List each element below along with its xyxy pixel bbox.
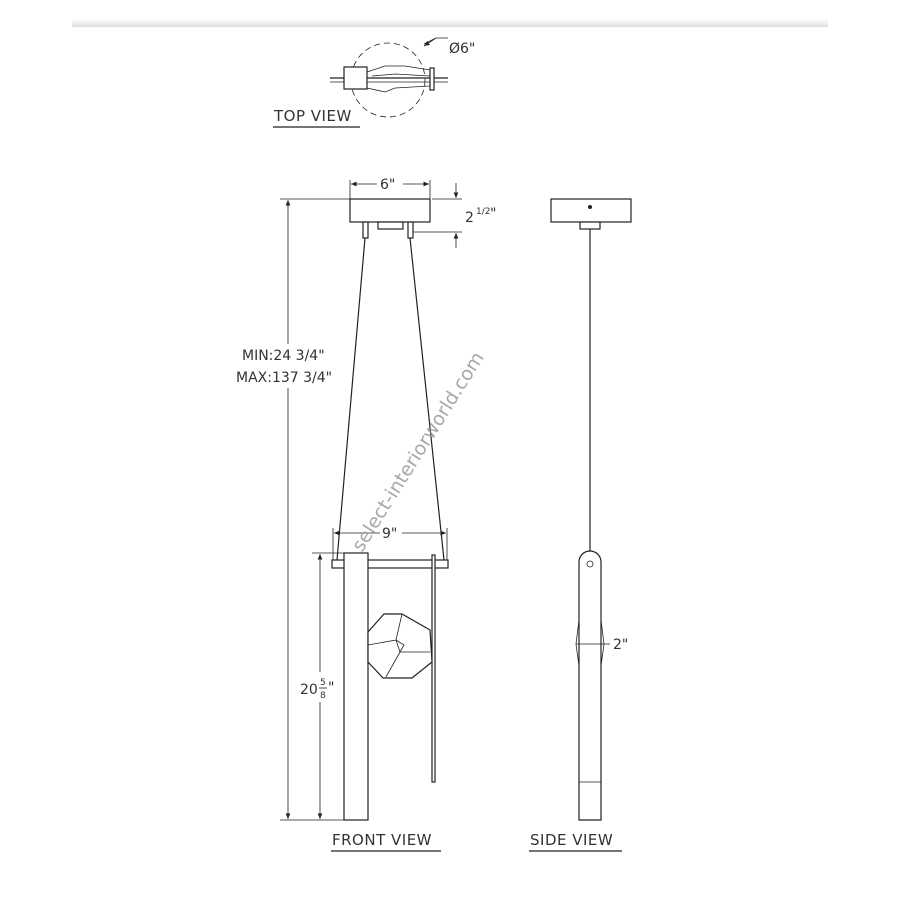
thin-rod (431, 554, 436, 783)
crossbar (331, 559, 449, 569)
side-pendant (578, 550, 602, 821)
watermark: select-interiorworld.com (348, 348, 489, 556)
canopy-height-fraction: 1/2 (476, 207, 490, 217)
front-canopy (349, 198, 431, 223)
min-height-label: MIN:24 3/4" (242, 348, 325, 364)
suspension-cable-left (336, 237, 366, 561)
side-canopy (550, 198, 632, 223)
depth-label: 2" (613, 637, 628, 653)
canopy-height-unit: " (490, 206, 496, 222)
body-height-numerator: 5 (320, 678, 326, 688)
side-view: 2" SIDE VIEW (529, 198, 632, 852)
suspension-cable-right (409, 237, 445, 561)
body-height-denominator: 8 (320, 691, 326, 701)
body-height-unit: " (328, 680, 334, 696)
front-view: 6" 2 1/2 " MIN:24 3/4" MAX:137 3/4" 20 5… (236, 176, 496, 852)
page-top-border (72, 18, 828, 27)
canopy-height-whole: 2 (465, 210, 474, 226)
side-view-label: SIDE VIEW (530, 831, 613, 849)
top-view: Ø6" TOP VIEW (273, 37, 475, 128)
diameter-label: Ø6" (449, 41, 475, 57)
top-view-label: TOP VIEW (273, 107, 352, 125)
canopy-outline-circle (350, 42, 426, 118)
front-view-label: FRONT VIEW (332, 831, 432, 849)
body-height-whole: 20 (300, 682, 318, 698)
crystal-octagon (367, 613, 433, 679)
glass-column (343, 552, 369, 821)
bar-width-label: 9" (382, 526, 397, 542)
canopy-width-label: 6" (380, 177, 395, 193)
canopy-box (343, 66, 368, 90)
max-height-label: MAX:137 3/4" (236, 370, 332, 386)
